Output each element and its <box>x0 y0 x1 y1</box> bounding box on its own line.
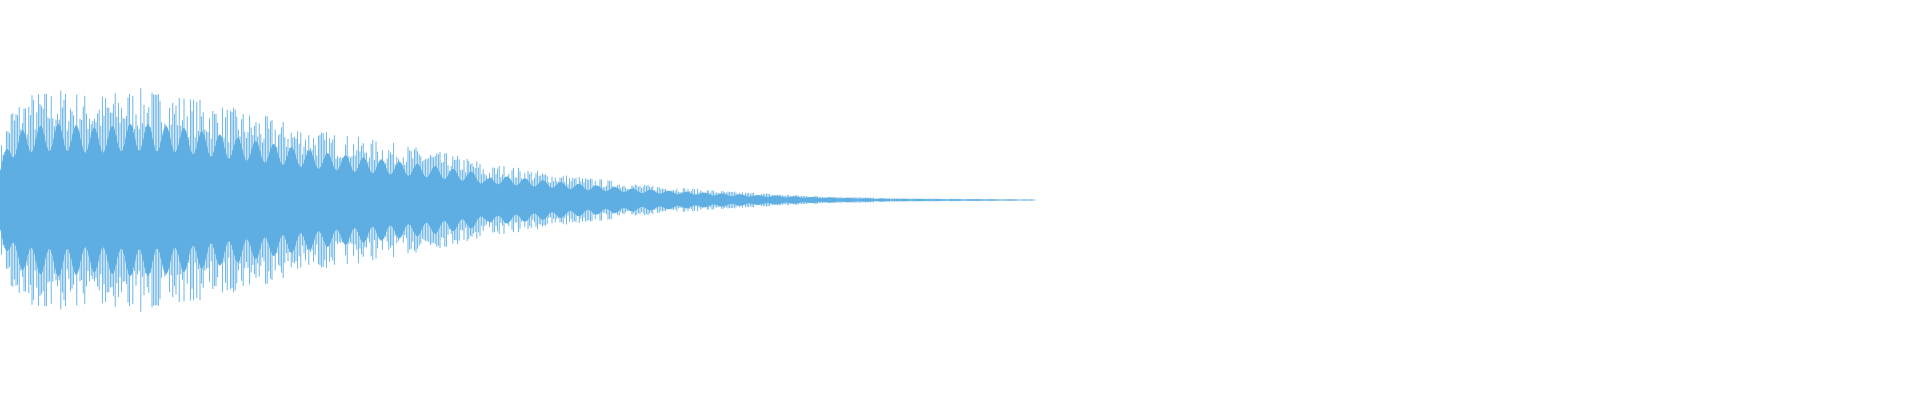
waveform-spikes <box>0 88 1035 312</box>
waveform-tail-dot <box>1020 199 1022 201</box>
